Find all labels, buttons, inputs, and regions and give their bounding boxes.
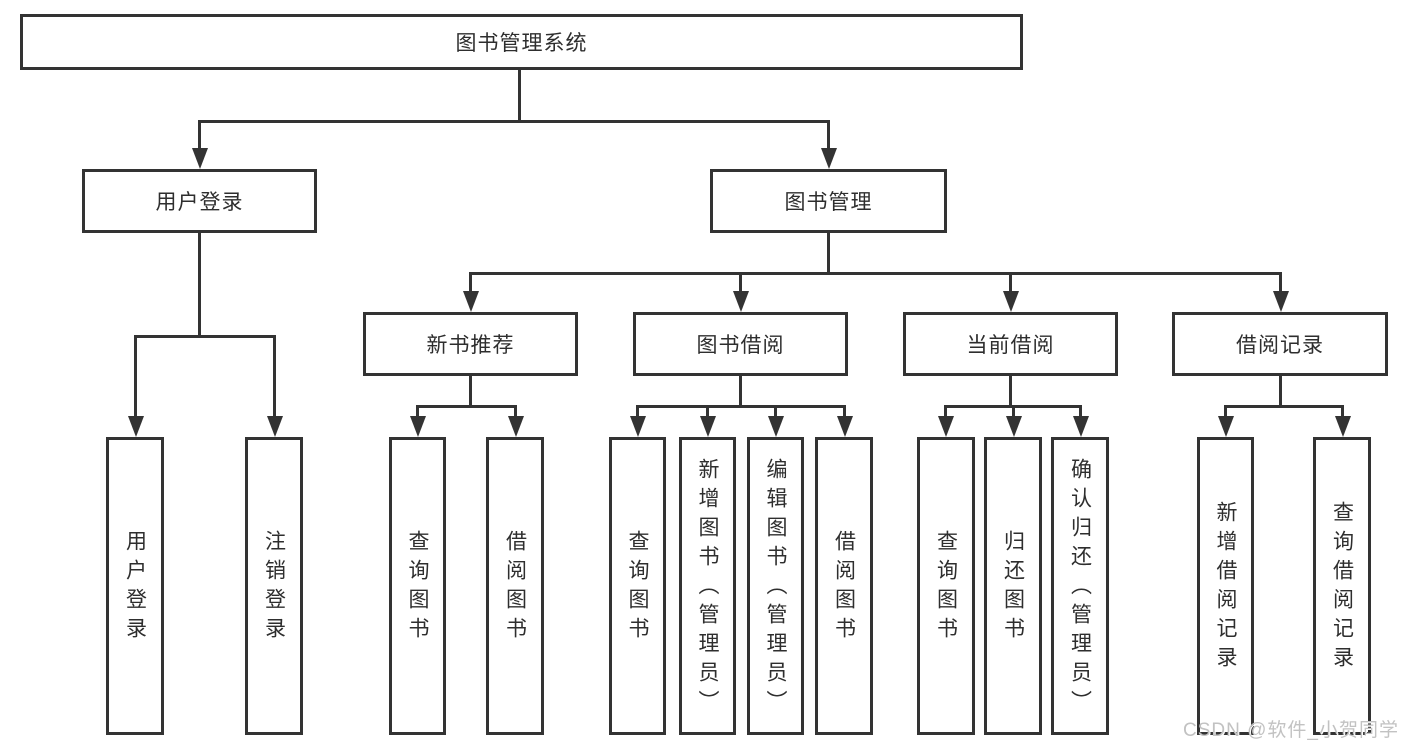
leaf-borrow-book: 借阅图书 [815,437,873,735]
node-new-book-recommend-label: 新书推荐 [426,334,515,357]
leaf-label: 借阅图书 [503,530,527,646]
node-user-login-label: 用户登录 [155,191,244,214]
leaf-label: 注销登录 [262,530,286,646]
node-borrow-records-label: 借阅记录 [1236,334,1324,357]
connector-line [198,120,830,123]
leaf-label: 借阅图书 [832,530,856,646]
connector-line [739,376,742,405]
leaf-edit-book-admin: 编辑图书（管理员） [747,437,804,735]
arrow-down-icon [514,405,517,416]
arrow-down-icon [1009,272,1012,291]
node-current-borrow-label: 当前借阅 [966,334,1055,357]
leaf-user-login: 用户登录 [106,437,164,735]
connector-line [198,233,201,335]
leaf-label: 新增图书（管理员） [696,457,719,719]
arrow-down-icon [827,120,830,148]
leaf-add-book-admin: 新增图书（管理员） [679,437,736,735]
leaf-label: 查询图书 [934,530,958,646]
leaf-query-borrow-record: 查询借阅记录 [1313,437,1371,735]
arrow-down-icon [1079,405,1082,416]
leaf-label: 确认归还（管理员） [1068,457,1092,719]
leaf-confirm-return-admin: 确认归还（管理员） [1051,437,1109,735]
leaf-label: 归还图书 [1001,530,1025,646]
leaf-logout: 注销登录 [245,437,303,735]
node-book-borrow: 图书借阅 [633,312,848,376]
node-borrow-records: 借阅记录 [1172,312,1388,376]
node-library-system-label: 图书管理系统 [455,32,588,55]
leaf-return-book: 归还图书 [984,437,1042,735]
arrow-down-icon [944,405,947,416]
leaf-borrow-book-recommend: 借阅图书 [486,437,544,735]
arrow-down-icon [469,272,472,291]
leaf-label: 用户登录 [123,530,147,646]
leaf-label: 新增借阅记录 [1214,501,1237,675]
node-user-login: 用户登录 [82,169,317,233]
arrow-down-icon [1224,405,1227,416]
arrow-down-icon [1012,405,1015,416]
arrow-down-icon [416,405,419,416]
node-book-management: 图书管理 [710,169,947,233]
connector-line [469,376,472,405]
arrow-down-icon [739,272,742,291]
leaf-label: 查询借阅记录 [1330,501,1354,675]
connector-line [827,233,830,272]
arrow-down-icon [636,405,639,416]
arrow-down-icon [706,405,709,416]
connector-line [416,405,517,408]
connector-line [1009,376,1012,405]
arrow-down-icon [273,335,276,416]
connector-line [636,405,846,408]
arrow-down-icon [198,120,201,148]
leaf-add-borrow-record: 新增借阅记录 [1197,437,1254,735]
leaf-label: 查询图书 [626,530,649,646]
connector-line [1279,376,1282,405]
leaf-query-book-borrow: 查询图书 [609,437,666,735]
arrow-down-icon [774,405,777,416]
csdn-watermark: CSDN @软件_小贺同学 [1183,720,1399,741]
arrow-down-icon [134,335,137,416]
node-new-book-recommend: 新书推荐 [363,312,578,376]
arrow-down-icon [1341,405,1344,416]
leaf-query-book-recommend: 查询图书 [389,437,446,735]
node-book-management-label: 图书管理 [784,191,873,214]
connector-line [1224,405,1344,408]
arrow-down-icon [843,405,846,416]
arrow-down-icon [1279,272,1282,291]
connector-line [518,69,521,121]
connector-line [469,272,1282,275]
node-library-system: 图书管理系统 [20,14,1023,70]
connector-line [134,335,276,338]
leaf-query-book-current: 查询图书 [917,437,975,735]
node-book-borrow-label: 图书借阅 [696,334,785,357]
leaf-label: 查询图书 [406,530,429,646]
node-current-borrow: 当前借阅 [903,312,1118,376]
leaf-label: 编辑图书（管理员） [764,457,787,719]
